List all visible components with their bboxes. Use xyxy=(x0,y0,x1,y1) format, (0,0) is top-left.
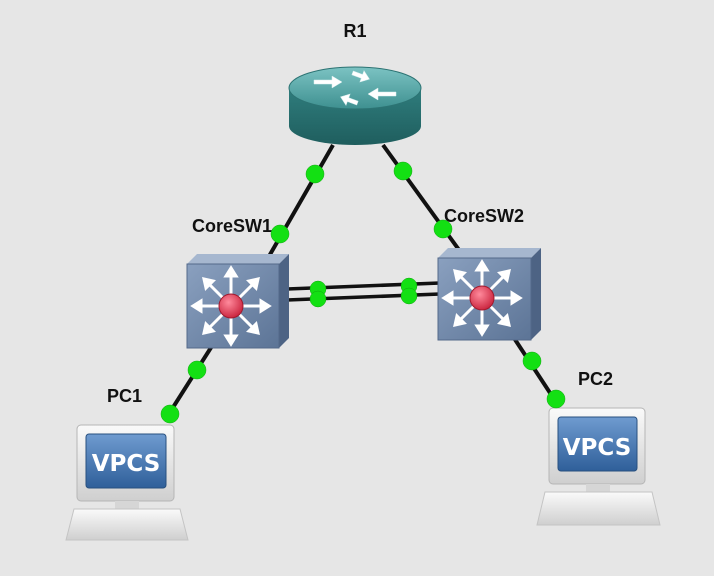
port-up-indicator xyxy=(270,224,290,244)
node-coresw1[interactable]: CoreSW1 xyxy=(186,216,289,349)
node-coresw2[interactable]: CoreSW2 xyxy=(437,206,541,341)
coresw1-label: CoreSW1 xyxy=(192,216,272,236)
vpcs-computer-icon: VPCS xyxy=(65,424,189,541)
port-up-indicator xyxy=(400,287,418,305)
node-pc1[interactable]: VPCS PC1 xyxy=(65,386,189,541)
pc1-screen-text: VPCS xyxy=(92,451,161,477)
multilayer-switch-icon xyxy=(186,254,289,349)
vpcs-computer-icon: VPCS xyxy=(536,407,661,526)
port-up-indicator xyxy=(522,351,542,371)
port-up-indicator xyxy=(187,360,207,380)
multilayer-switch-icon xyxy=(437,248,541,341)
port-indicators xyxy=(160,161,566,424)
coresw2-label: CoreSW2 xyxy=(444,206,524,226)
port-up-indicator xyxy=(309,290,327,308)
r1-label: R1 xyxy=(343,21,366,41)
port-up-indicator xyxy=(546,389,566,409)
pc2-label: PC2 xyxy=(578,369,613,389)
node-pc2[interactable]: VPCS PC2 xyxy=(536,369,661,526)
port-up-indicator xyxy=(433,219,453,239)
port-up-indicator xyxy=(305,164,325,184)
pc1-label: PC1 xyxy=(107,386,142,406)
pc2-screen-text: VPCS xyxy=(563,435,632,461)
link-coresw2-pc2[interactable] xyxy=(512,336,558,404)
router-icon xyxy=(288,66,422,145)
link-r1-coresw2[interactable] xyxy=(381,143,464,256)
port-up-indicator xyxy=(160,404,180,424)
node-r1[interactable]: R1 xyxy=(288,21,422,145)
port-up-indicator xyxy=(393,161,413,181)
